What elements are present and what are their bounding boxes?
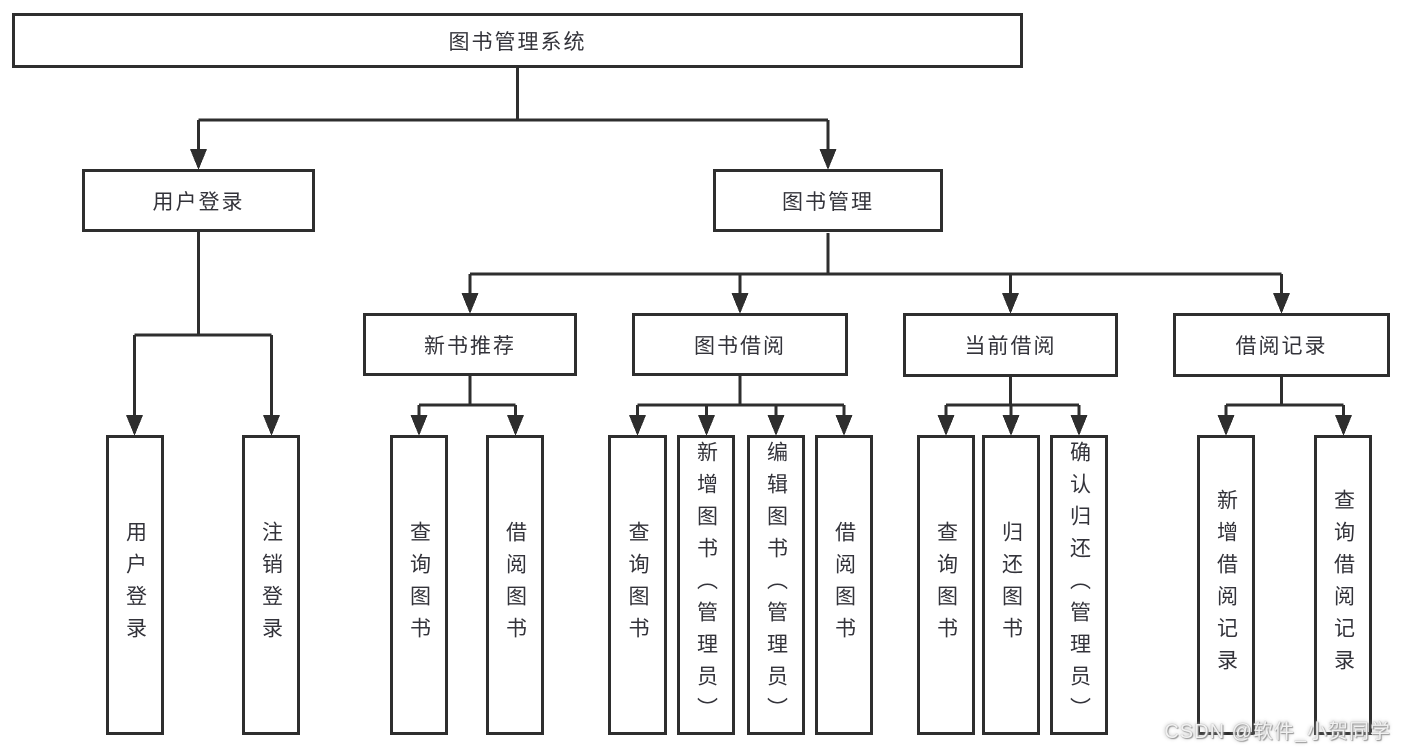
node-book-borrow: 图书借阅 — [632, 313, 848, 376]
leaf-current-return-books: 归还图书 — [982, 435, 1040, 735]
leaf-recommend-query-books-label: 查询图书 — [407, 521, 431, 649]
node-book-management-label: 图书管理 — [782, 190, 874, 214]
node-current-borrow-label: 当前借阅 — [964, 335, 1057, 358]
watermark: CSDN @软件_小贺同学 — [1164, 721, 1391, 743]
leaf-recommend-borrow-books-label: 借阅图书 — [503, 521, 527, 649]
leaf-record-add-label: 新增借阅记录 — [1214, 489, 1238, 681]
node-book-borrow-label: 图书借阅 — [694, 334, 786, 358]
leaf-current-query-books-label: 查询图书 — [934, 521, 958, 649]
leaf-logout: 注销登录 — [242, 435, 300, 735]
node-book-management: 图书管理 — [713, 169, 943, 232]
node-root: 图书管理系统 — [12, 13, 1023, 68]
node-root-label: 图书管理系统 — [448, 30, 587, 54]
leaf-borrow-edit-books-admin-label: 编辑图书（管理员） — [764, 441, 788, 729]
leaf-logout-label: 注销登录 — [259, 521, 283, 649]
node-current-borrow: 当前借阅 — [903, 313, 1118, 377]
leaf-borrow-add-books-admin-label: 新增图书（管理员） — [694, 441, 718, 729]
node-borrow-record-label: 借阅记录 — [1235, 335, 1328, 358]
leaf-borrow-query-books: 查询图书 — [608, 435, 667, 735]
leaf-borrow-edit-books-admin: 编辑图书（管理员） — [747, 435, 805, 735]
leaf-borrow-borrow-books-label: 借阅图书 — [832, 521, 856, 649]
leaf-user-login-label: 用户登录 — [123, 521, 147, 649]
leaf-borrow-add-books-admin: 新增图书（管理员） — [677, 435, 735, 735]
node-user-login: 用户登录 — [82, 169, 315, 232]
leaf-record-query-label: 查询借阅记录 — [1331, 489, 1355, 681]
node-new-book-recommend-label: 新书推荐 — [424, 334, 516, 358]
leaf-current-return-books-label: 归还图书 — [999, 521, 1023, 649]
leaf-recommend-borrow-books: 借阅图书 — [486, 435, 544, 735]
node-user-login-label: 用户登录 — [152, 190, 245, 214]
leaf-current-confirm-return-admin: 确认归还（管理员） — [1050, 435, 1108, 735]
node-new-book-recommend: 新书推荐 — [363, 313, 577, 376]
leaf-record-query: 查询借阅记录 — [1314, 435, 1372, 735]
leaf-borrow-borrow-books: 借阅图书 — [815, 435, 873, 735]
leaf-record-add: 新增借阅记录 — [1197, 435, 1255, 735]
leaf-current-query-books: 查询图书 — [917, 435, 975, 735]
leaf-borrow-query-books-label: 查询图书 — [626, 521, 649, 649]
leaf-recommend-query-books: 查询图书 — [390, 435, 448, 735]
leaf-user-login: 用户登录 — [106, 435, 164, 735]
node-borrow-record: 借阅记录 — [1173, 313, 1390, 377]
leaf-current-confirm-return-admin-label: 确认归还（管理员） — [1067, 441, 1091, 729]
